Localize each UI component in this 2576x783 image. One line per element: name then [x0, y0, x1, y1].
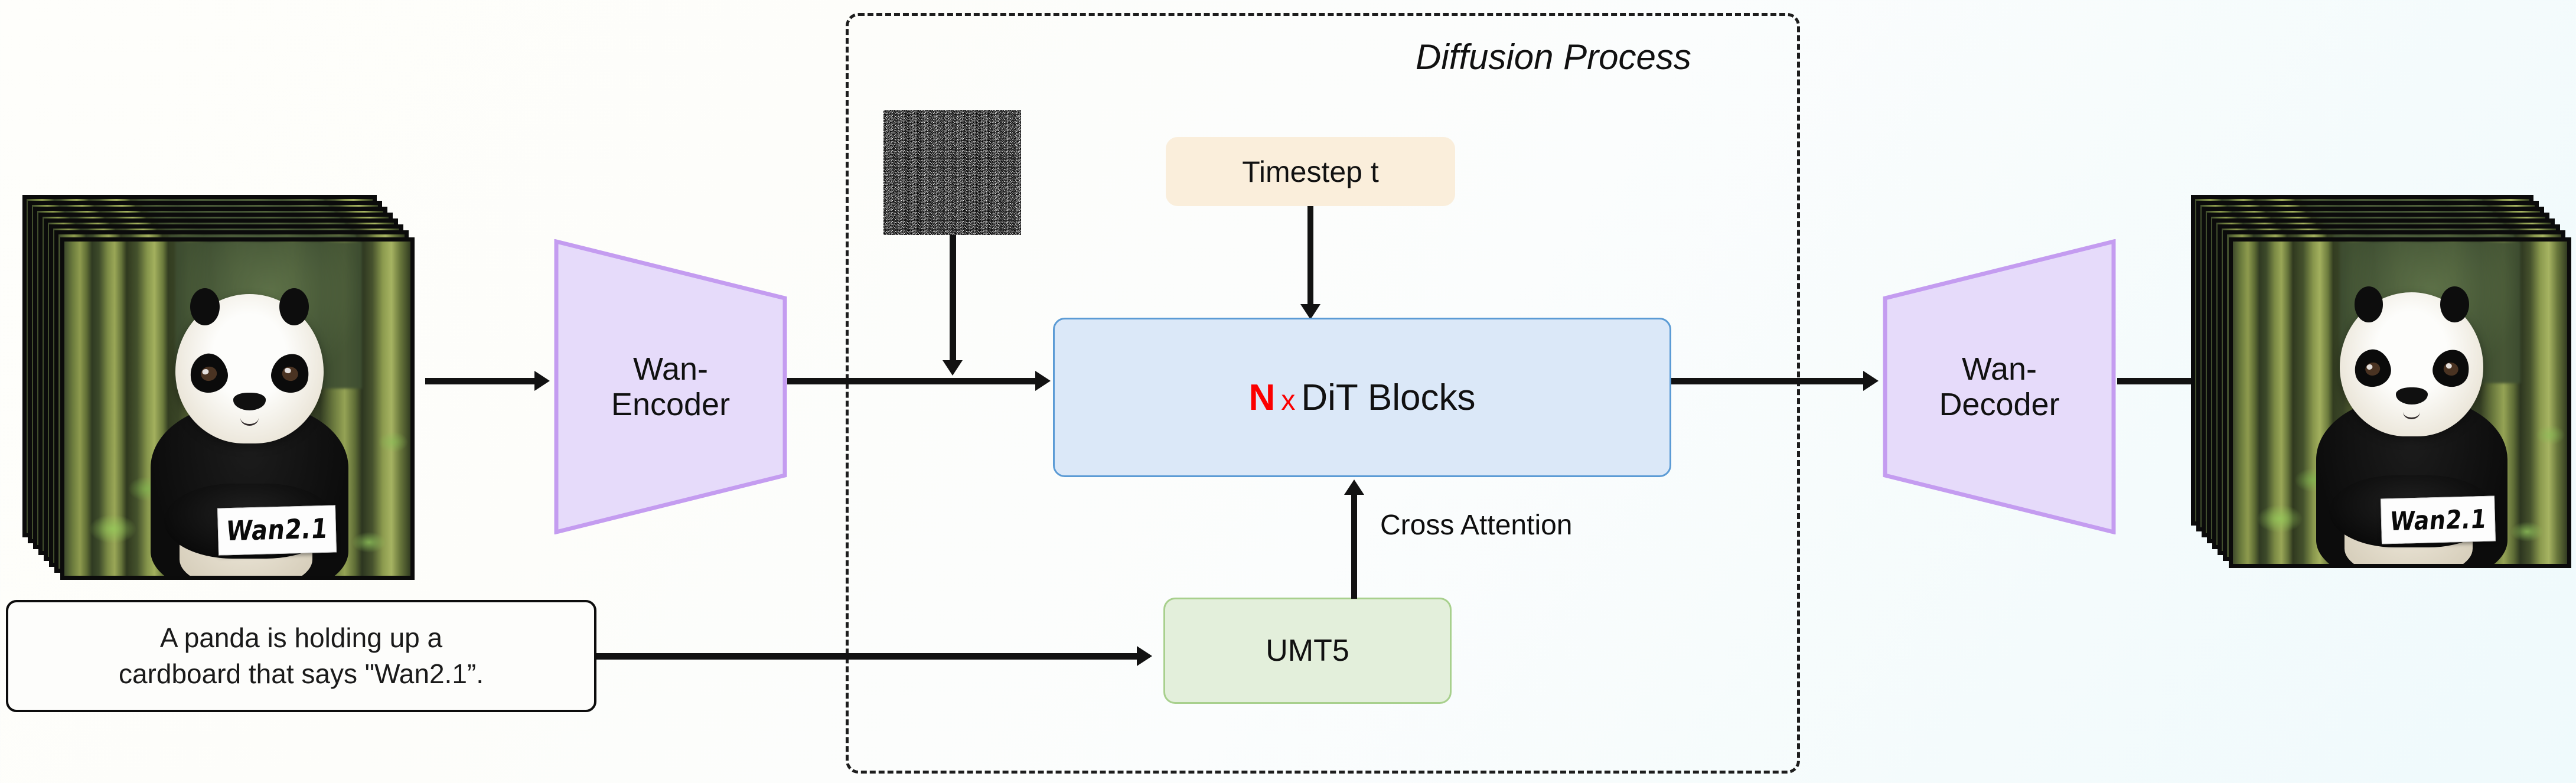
- arrow-prompt-to-umt5-line: [596, 653, 1140, 660]
- dit-blocks-text: DiT Blocks: [1301, 377, 1476, 418]
- umt5-label: UMT5: [1266, 634, 1349, 668]
- panda-eye-right: [2430, 346, 2473, 391]
- panda-eye-left: [186, 350, 231, 396]
- panda-illustration: Wan2.1: [137, 288, 362, 576]
- dit-times-symbol: x: [1281, 384, 1296, 416]
- wan-encoder-label-line2: Encoder: [611, 387, 731, 422]
- prompt-line-2: cardboard that says "Wan2.1”.: [118, 658, 484, 689]
- umt5-box[interactable]: UMT5: [1163, 598, 1452, 704]
- arrow-umt5-to-dit-head: [1344, 479, 1364, 495]
- diffusion-process-region: [846, 13, 1800, 774]
- arrow-timestep-to-dit-head: [1300, 304, 1320, 319]
- noise-latent-patch: [883, 110, 1021, 235]
- output-video-frames: Wan2.1: [2191, 195, 2576, 585]
- panda-mouth: [240, 410, 259, 426]
- wan-encoder-label: Wan- Encoder: [611, 351, 730, 423]
- wan-encoder[interactable]: Wan- Encoder: [554, 239, 787, 534]
- panda-ear-left: [2354, 286, 2383, 323]
- arrow-dit-to-decoder-line: [1671, 378, 1866, 384]
- cross-attention-label: Cross Attention: [1380, 510, 1573, 541]
- panda-illustration: Wan2.1: [2303, 286, 2520, 564]
- wan-decoder[interactable]: Wan- Decoder: [1883, 239, 2116, 534]
- trapezoid-shape: [554, 239, 787, 534]
- arrow-umt5-to-dit-line: [1351, 495, 1357, 599]
- timestep-box[interactable]: Timestep t: [1166, 137, 1455, 206]
- arrow-noise-to-flow-head: [943, 360, 963, 376]
- panda-sign: Wan2.1: [2381, 495, 2496, 544]
- timestep-label: Timestep t: [1242, 155, 1379, 188]
- input-video-frames: Wan2.1: [22, 195, 424, 585]
- panda-ear-right: [279, 288, 309, 326]
- diffusion-process-title: Diffusion Process: [1416, 37, 1691, 77]
- wan-decoder-label: Wan- Decoder: [1939, 351, 2059, 423]
- panda-sign-text: Wan2.1: [224, 513, 330, 547]
- arrow-input-to-encoder-head: [534, 371, 550, 391]
- panda-mouth: [2403, 404, 2421, 420]
- panda-nose: [233, 393, 266, 411]
- panda-ear-right: [2440, 286, 2469, 323]
- arrow-prompt-to-umt5-head: [1137, 646, 1152, 666]
- wan-decoder-label-line2: Decoder: [1939, 387, 2060, 422]
- panda-eye-right: [268, 350, 313, 396]
- panda-ear-left: [190, 288, 220, 326]
- arrow-dit-to-decoder-head: [1863, 371, 1879, 391]
- wan-decoder-label-line1: Wan-: [1961, 351, 2037, 387]
- video-frame-front: Wan2.1: [2229, 237, 2571, 568]
- panda-eye-left: [2350, 346, 2394, 391]
- wan-encoder-label-line1: Wan-: [632, 351, 708, 387]
- prompt-text: A panda is holding up a cardboard that s…: [119, 620, 484, 691]
- dit-n-multiplier: N: [1248, 377, 1276, 418]
- arrow-input-to-encoder-line: [425, 378, 537, 384]
- video-frame-front: Wan2.1: [60, 237, 415, 580]
- panda-sign-text: Wan2.1: [2388, 504, 2489, 537]
- arrow-noise-to-flow-line: [950, 235, 956, 363]
- panda-sign: Wan2.1: [217, 505, 337, 556]
- arrow-decoder-to-output-line: [2117, 378, 2200, 384]
- panda-nose: [2396, 387, 2428, 405]
- arrow-encoder-to-dit-head: [1035, 371, 1051, 391]
- trapezoid-shape: [1883, 239, 2116, 534]
- arrow-encoder-to-dit-line: [787, 378, 1038, 384]
- arrow-timestep-to-dit-line: [1307, 206, 1313, 306]
- prompt-line-1: A panda is holding up a: [159, 622, 443, 654]
- prompt-text-box[interactable]: A panda is holding up a cardboard that s…: [6, 600, 596, 712]
